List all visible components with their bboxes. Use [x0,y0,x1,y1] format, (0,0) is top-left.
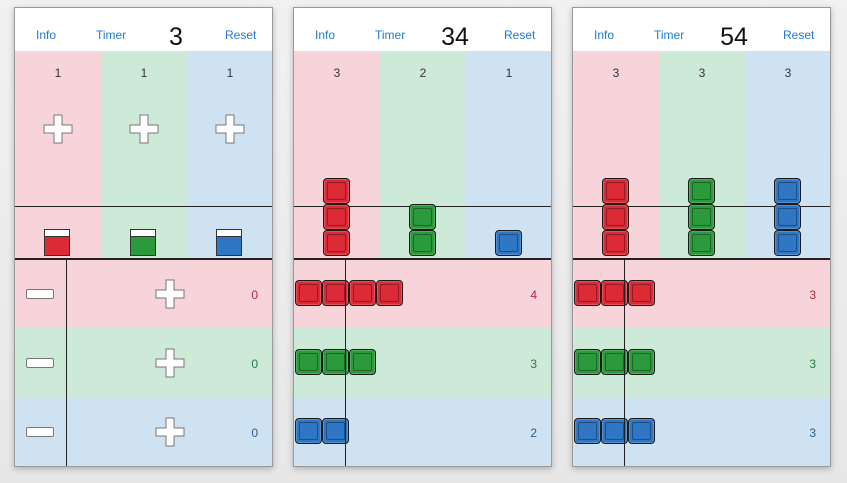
threshold-line [15,206,272,207]
reset-button[interactable]: Reset [783,28,815,42]
block-icon [774,204,801,230]
row-blue [15,397,272,466]
row-count-green: 3 [530,357,537,371]
row-red [15,259,272,328]
row-count-green: 3 [809,357,816,371]
block-icon [495,230,522,256]
info-button[interactable]: Info [36,28,57,42]
game-panel-2: Info Timer 34 Reset 3 2 1 4 3 2 [293,7,552,467]
column-count-red: 3 [333,66,341,80]
block-icon [574,280,601,306]
plus-icon[interactable] [155,348,185,378]
column-count-red: 1 [54,66,62,80]
column-count-red: 3 [612,66,620,80]
block-icon [601,349,628,375]
block-icon [295,349,322,375]
column-count-green: 2 [419,66,427,80]
row-count-blue: 0 [251,426,258,440]
block-icon [688,178,715,204]
row-green [15,328,272,397]
counter: 34 [441,23,469,51]
column-count-blue: 1 [226,66,234,80]
block-icon [295,418,322,444]
plus-icon[interactable] [43,114,73,144]
block-icon [323,178,350,204]
plus-icon[interactable] [155,279,185,309]
block-icon [349,280,376,306]
block-icon [602,204,629,230]
divider-line [294,258,551,260]
cup-icon [216,229,242,256]
row-count-red: 4 [530,288,537,302]
column-count-blue: 1 [505,66,513,80]
block-icon [774,178,801,204]
minus-icon[interactable] [26,289,54,299]
block-icon [601,418,628,444]
row-count-blue: 2 [530,426,537,440]
block-icon [628,349,655,375]
toolbar: Info Timer 54 Reset [573,8,830,51]
row-count-green: 0 [251,357,258,371]
row-divider-line [624,259,625,466]
column-red [15,51,101,259]
game-panel-1: Info Timer 3 Reset 1 1 1 0 0 0 [14,7,273,467]
info-button[interactable]: Info [594,28,615,42]
toolbar: Info Timer 3 Reset [15,8,272,51]
timer-button[interactable]: Timer [375,28,406,42]
column-count-green: 1 [140,66,148,80]
column-count-green: 3 [698,66,706,80]
block-icon [322,349,349,375]
divider-line [15,258,272,260]
block-icon [628,280,655,306]
block-icon [688,230,715,256]
block-icon [601,280,628,306]
row-count-blue: 3 [809,426,816,440]
block-icon [409,230,436,256]
block-icon [602,230,629,256]
block-icon [295,280,322,306]
column-green [101,51,187,259]
block-icon [323,204,350,230]
block-icon [574,349,601,375]
plus-icon[interactable] [155,417,185,447]
timer-button[interactable]: Timer [96,28,127,42]
row-count-red: 0 [251,288,258,302]
counter: 54 [720,23,748,51]
row-divider-line [66,259,67,466]
toolbar: Info Timer 34 Reset [294,8,551,51]
block-icon [774,230,801,256]
block-icon [628,418,655,444]
block-icon [349,349,376,375]
reset-button[interactable]: Reset [225,28,257,42]
cup-icon [44,229,70,256]
row-count-red: 3 [809,288,816,302]
block-icon [574,418,601,444]
plus-icon[interactable] [129,114,159,144]
plus-icon[interactable] [215,114,245,144]
game-panel-3: Info Timer 54 Reset 3 3 3 3 3 3 [572,7,831,467]
reset-button[interactable]: Reset [504,28,536,42]
block-icon [409,204,436,230]
block-icon [376,280,403,306]
minus-icon[interactable] [26,427,54,437]
info-button[interactable]: Info [315,28,336,42]
minus-icon[interactable] [26,358,54,368]
cup-icon [130,229,156,256]
block-icon [322,418,349,444]
column-blue [187,51,272,259]
block-icon [323,230,350,256]
row-divider-line [345,259,346,466]
block-icon [688,204,715,230]
column-count-blue: 3 [784,66,792,80]
column-blue [466,51,551,259]
counter: 3 [169,23,183,51]
divider-line [573,258,830,260]
block-icon [322,280,349,306]
timer-button[interactable]: Timer [654,28,685,42]
block-icon [602,178,629,204]
